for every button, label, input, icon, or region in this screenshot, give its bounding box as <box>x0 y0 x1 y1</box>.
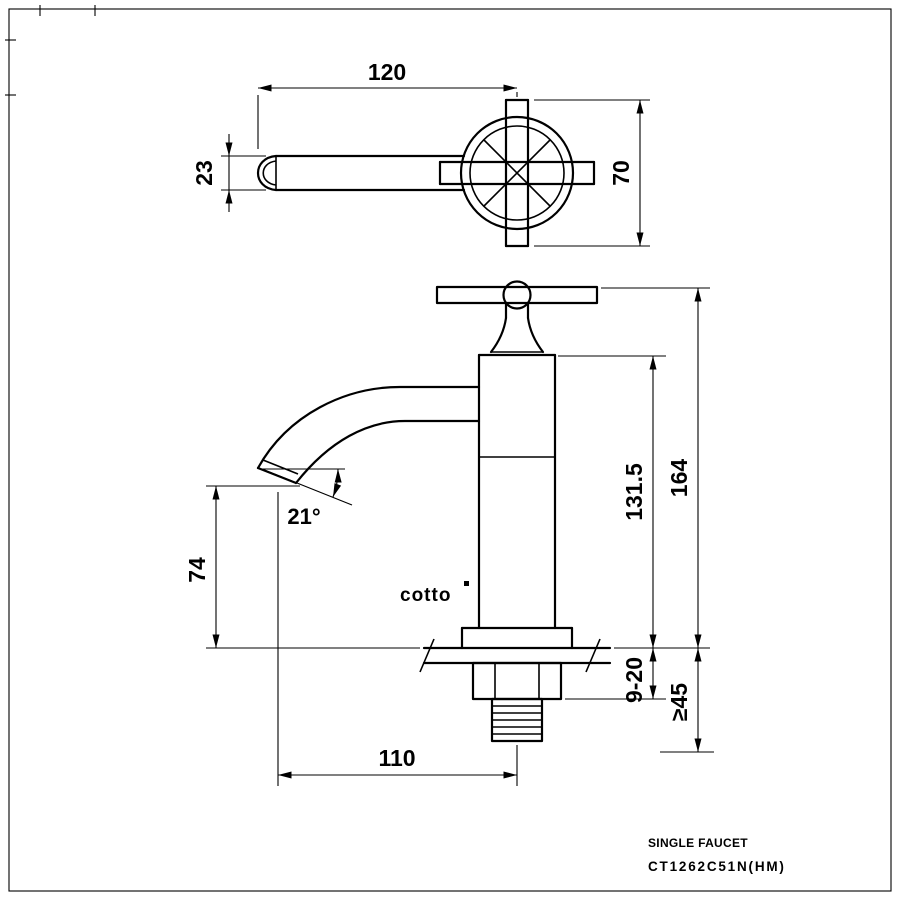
angle-face-extension-line <box>261 468 353 506</box>
angle-annotation: 21° <box>261 468 353 529</box>
handle-inner-circle <box>469 125 565 221</box>
spout-inner-curve <box>294 419 481 485</box>
dim-label-clearance: ≥45 <box>666 683 692 721</box>
angle-arc <box>332 468 342 498</box>
top-view: 120 23 70 <box>191 59 650 248</box>
front-body <box>477 353 557 630</box>
dim-9-20: 9-20 <box>565 648 666 703</box>
deck-break-mark <box>585 638 601 673</box>
dim-label-deck-range: 9-20 <box>621 657 647 703</box>
handle-cross-diagonal <box>483 139 551 207</box>
front-handle <box>435 280 599 354</box>
angle-label: 21° <box>287 504 320 529</box>
top-view-handle <box>438 98 596 248</box>
handle-skirt-left <box>489 316 508 354</box>
brand-logo-text: cotto <box>400 585 451 606</box>
dim-clearance-45: ≥45 <box>660 648 714 753</box>
dim-110: 110 <box>277 492 518 786</box>
handle-skirt-right <box>526 316 545 354</box>
spout-end-inner-arc <box>262 160 277 186</box>
lock-nut <box>471 661 563 701</box>
spout-end-cap <box>257 154 278 192</box>
handle-outer-circle <box>459 115 575 231</box>
dim-label-spout-height: 74 <box>184 557 210 583</box>
dim-label-body-height: 131.5 <box>621 463 647 521</box>
front-base <box>419 626 612 743</box>
dim-label-reach: 110 <box>378 745 415 771</box>
top-view-spout <box>257 154 466 192</box>
handle-front-spoke <box>502 280 532 310</box>
logo: cotto <box>400 581 469 606</box>
border-frame <box>8 8 892 892</box>
spout-outer-curve <box>256 385 481 470</box>
dim-label-total-height: 164 <box>666 459 692 498</box>
handle-bar <box>435 285 599 305</box>
aerator-line <box>262 459 299 475</box>
dim-label-handle-span: 70 <box>608 160 634 186</box>
product-type-label: SINGLE FAUCET <box>648 836 748 850</box>
title-block: SINGLE FAUCET CT1262C51N(HM) <box>648 836 786 874</box>
model-code-label: CT1262C51N(HM) <box>648 859 786 874</box>
dim-74: 74 <box>184 485 420 649</box>
deck-break-mark <box>419 638 435 673</box>
logo-trademark-icon <box>464 581 469 586</box>
sheet-border <box>5 5 892 892</box>
front-view: 21° cotto 164 <box>184 280 714 786</box>
dim-label-width: 120 <box>368 59 406 85</box>
dim-70: 70 <box>534 99 650 247</box>
dim-120: 120 <box>257 59 518 149</box>
dim-label-spout-width: 23 <box>191 160 217 186</box>
dim-131-5: 131.5 <box>558 355 710 649</box>
dim-23: 23 <box>191 134 266 212</box>
dim-164: 164 <box>601 287 710 648</box>
